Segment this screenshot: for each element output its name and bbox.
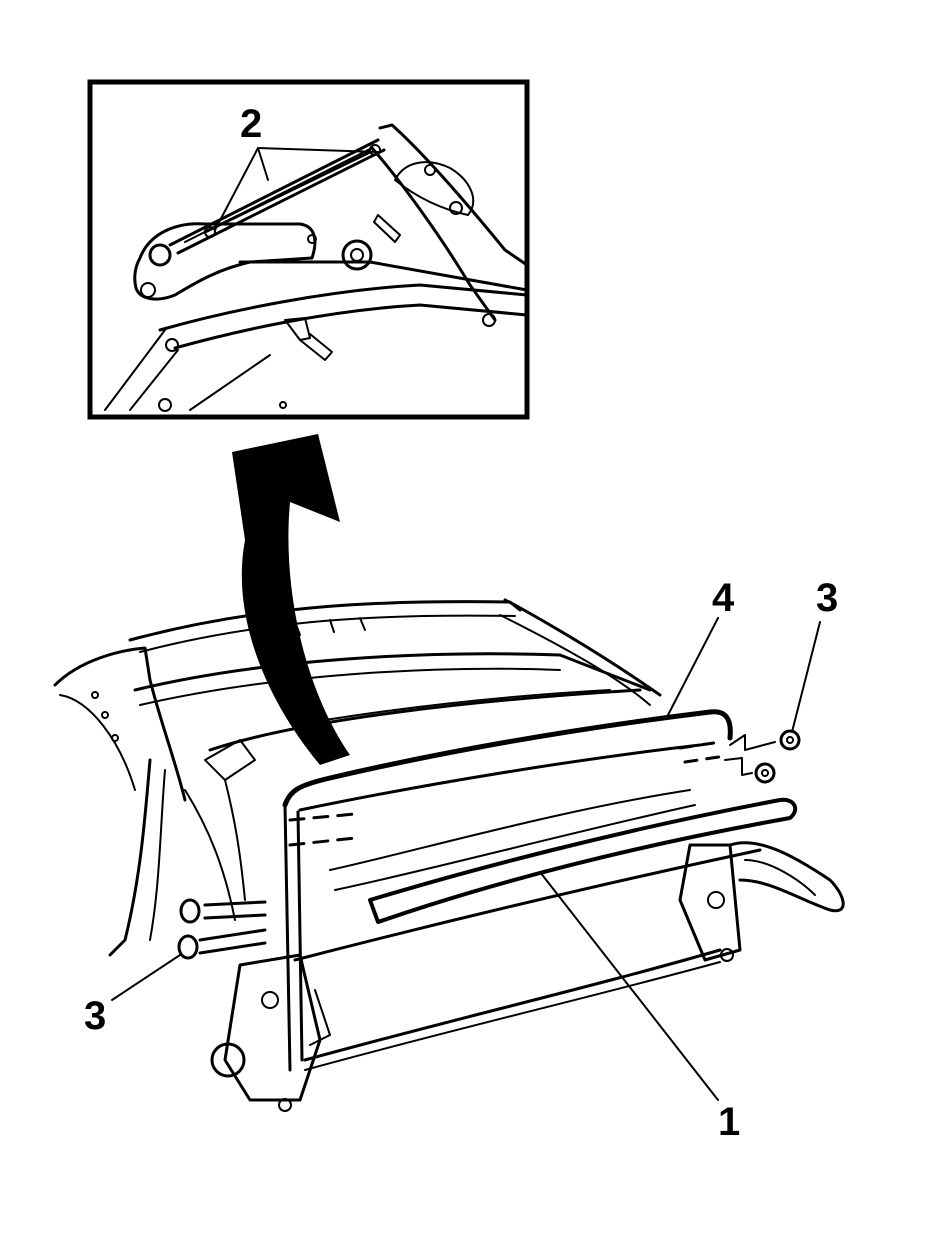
frame-structure-closeup (104, 123, 529, 412)
leader-3-right (791, 621, 821, 733)
nut-right-lower (724, 757, 776, 784)
hinge-arm-closeup (133, 138, 386, 301)
leader-2 (214, 147, 379, 231)
callout-2: 2 (240, 102, 263, 146)
leader-1 (539, 871, 719, 1101)
convertible-top-assembly (53, 598, 845, 1112)
callout-3-right: 3 (816, 576, 839, 620)
inset-frame (87, 79, 530, 420)
callout-1: 1 (718, 1100, 741, 1144)
leader-4 (667, 617, 719, 716)
callout-3-left: 3 (84, 994, 107, 1038)
rear-bow-outline (282, 709, 733, 808)
leader-3-left (111, 954, 181, 1001)
bolt-left-lower (177, 928, 267, 960)
callout-4: 4 (712, 576, 735, 620)
bolt-left-upper (179, 898, 267, 924)
detail-inset (87, 79, 530, 420)
weatherstrip (368, 797, 798, 924)
view-direction-arrow (232, 434, 350, 765)
nut-right-upper (729, 729, 801, 751)
